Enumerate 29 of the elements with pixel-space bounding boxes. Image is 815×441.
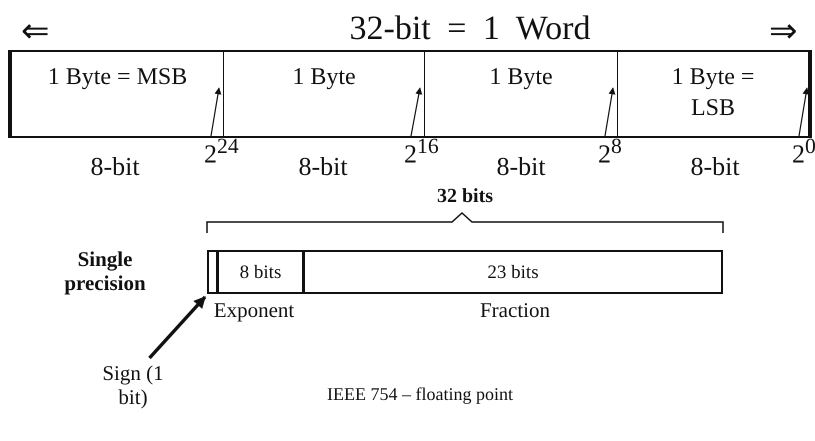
- leader-arrow: [148, 296, 206, 360]
- power-label: 2$^{8}$: [598, 136, 632, 164]
- format-label: Single precision: [63, 247, 147, 298]
- bit-field: 23 bits: [304, 250, 723, 294]
- leader-arrow: [604, 87, 616, 136]
- heading: 32-bit = 1 Word: [348, 10, 592, 49]
- direction-arrow: ⇒: [768, 12, 798, 52]
- power-label: 2$^{24}$: [204, 136, 244, 164]
- bit-field: 8 bits: [218, 250, 304, 294]
- bit-width-label: 8-bit: [89, 152, 141, 182]
- leader-arrow: [410, 87, 422, 136]
- bit-width-label: 8-bit: [495, 152, 547, 182]
- field-caption: Fraction: [479, 298, 551, 324]
- power-label: 2$^{0}$: [792, 136, 815, 164]
- leader-arrow: [798, 87, 810, 136]
- direction-arrow: ⇐: [20, 12, 50, 52]
- byte-cell: 1 Byte = MSB: [8, 50, 224, 138]
- field-caption: Exponent: [212, 298, 296, 324]
- bit-width-label: 8-bit: [297, 152, 349, 182]
- sign-bit-field: [207, 250, 218, 294]
- bit-width-label: 8-bit: [689, 152, 741, 182]
- byte-cell: 1 Byte: [224, 50, 425, 138]
- byte-cell: 1 Byte: [425, 50, 618, 138]
- power-label: 2$^{16}$: [404, 136, 444, 164]
- byte-cell: 1 Byte = LSB: [618, 50, 812, 138]
- leader-arrow: [210, 87, 222, 136]
- sign-label: Sign (1 bit): [100, 361, 166, 411]
- bit-count-label: 32 bits: [436, 185, 494, 209]
- caption: IEEE 754 – floating point: [326, 384, 514, 406]
